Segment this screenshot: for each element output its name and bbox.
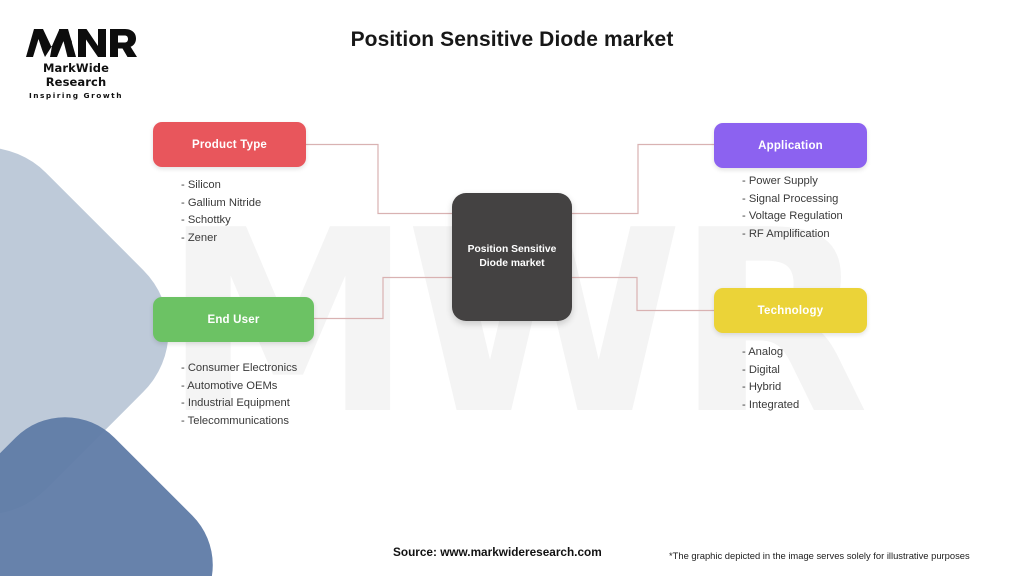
list-item: - Analog [742, 346, 784, 358]
list-item: - Integrated [742, 398, 800, 411]
logo-company-name: MarkWide Research [43, 61, 109, 89]
branch-box-end-user[interactable]: End User [153, 297, 314, 342]
list-item: - Digital [742, 363, 780, 376]
branch-box-product-type[interactable]: Product Type [153, 122, 306, 167]
branch-items-product-type: - Silicon - Gallium Nitride - Schottky -… [181, 177, 261, 247]
footer-disclaimer: *The graphic depicted in the image serve… [669, 550, 970, 561]
center-node-label: Position Sensitive Diode market [467, 244, 557, 269]
list-item: - Voltage Regulation [742, 210, 843, 222]
list-item: - Signal Processing [742, 192, 839, 205]
connector-product-type [306, 143, 452, 215]
branch-label-technology: Technology [757, 304, 824, 317]
center-node[interactable]: Position Sensitive Diode market [452, 193, 572, 321]
brand-logo: MarkWide Research Inspiring Growth [12, 24, 140, 100]
branch-items-application: - Power Supply - Signal Processing - Vol… [742, 173, 843, 243]
list-item: - Schottky [181, 214, 231, 226]
mwr-logo-icon [26, 29, 137, 57]
branch-label-end-user: End User [207, 313, 260, 326]
branch-box-technology[interactable]: Technology [714, 288, 867, 333]
branch-label-product-type: Product Type [191, 138, 268, 151]
list-item: - Automotive OEMs [181, 379, 278, 392]
list-item: - Hybrid [742, 381, 782, 393]
connector-application [572, 143, 714, 215]
branch-box-application[interactable]: Application [714, 123, 867, 168]
connector-end-user [314, 276, 452, 320]
page-title: Position Sensitive Diode market [350, 28, 674, 51]
list-item: - Telecommunications [181, 414, 289, 427]
list-item: - Industrial Equipment [181, 397, 290, 409]
logo-tagline: Inspiring Growth [29, 91, 123, 100]
footer-source: Source: www.markwideresearch.com [393, 545, 602, 559]
list-item: - Gallium Nitride [181, 196, 262, 209]
list-item: - Consumer Electronics [181, 362, 298, 374]
branch-items-technology: - Analog - Digital - Hybrid - Integrated [742, 344, 799, 414]
list-item: - RF Amplification [742, 227, 830, 240]
list-item: - Power Supply [742, 175, 818, 187]
branch-label-application: Application [758, 139, 823, 152]
branch-items-end-user: - Consumer Electronics - Automotive OEMs… [181, 360, 297, 430]
connector-technology [572, 276, 714, 312]
list-item: - Zener [181, 231, 218, 244]
list-item: - Silicon [181, 179, 221, 191]
